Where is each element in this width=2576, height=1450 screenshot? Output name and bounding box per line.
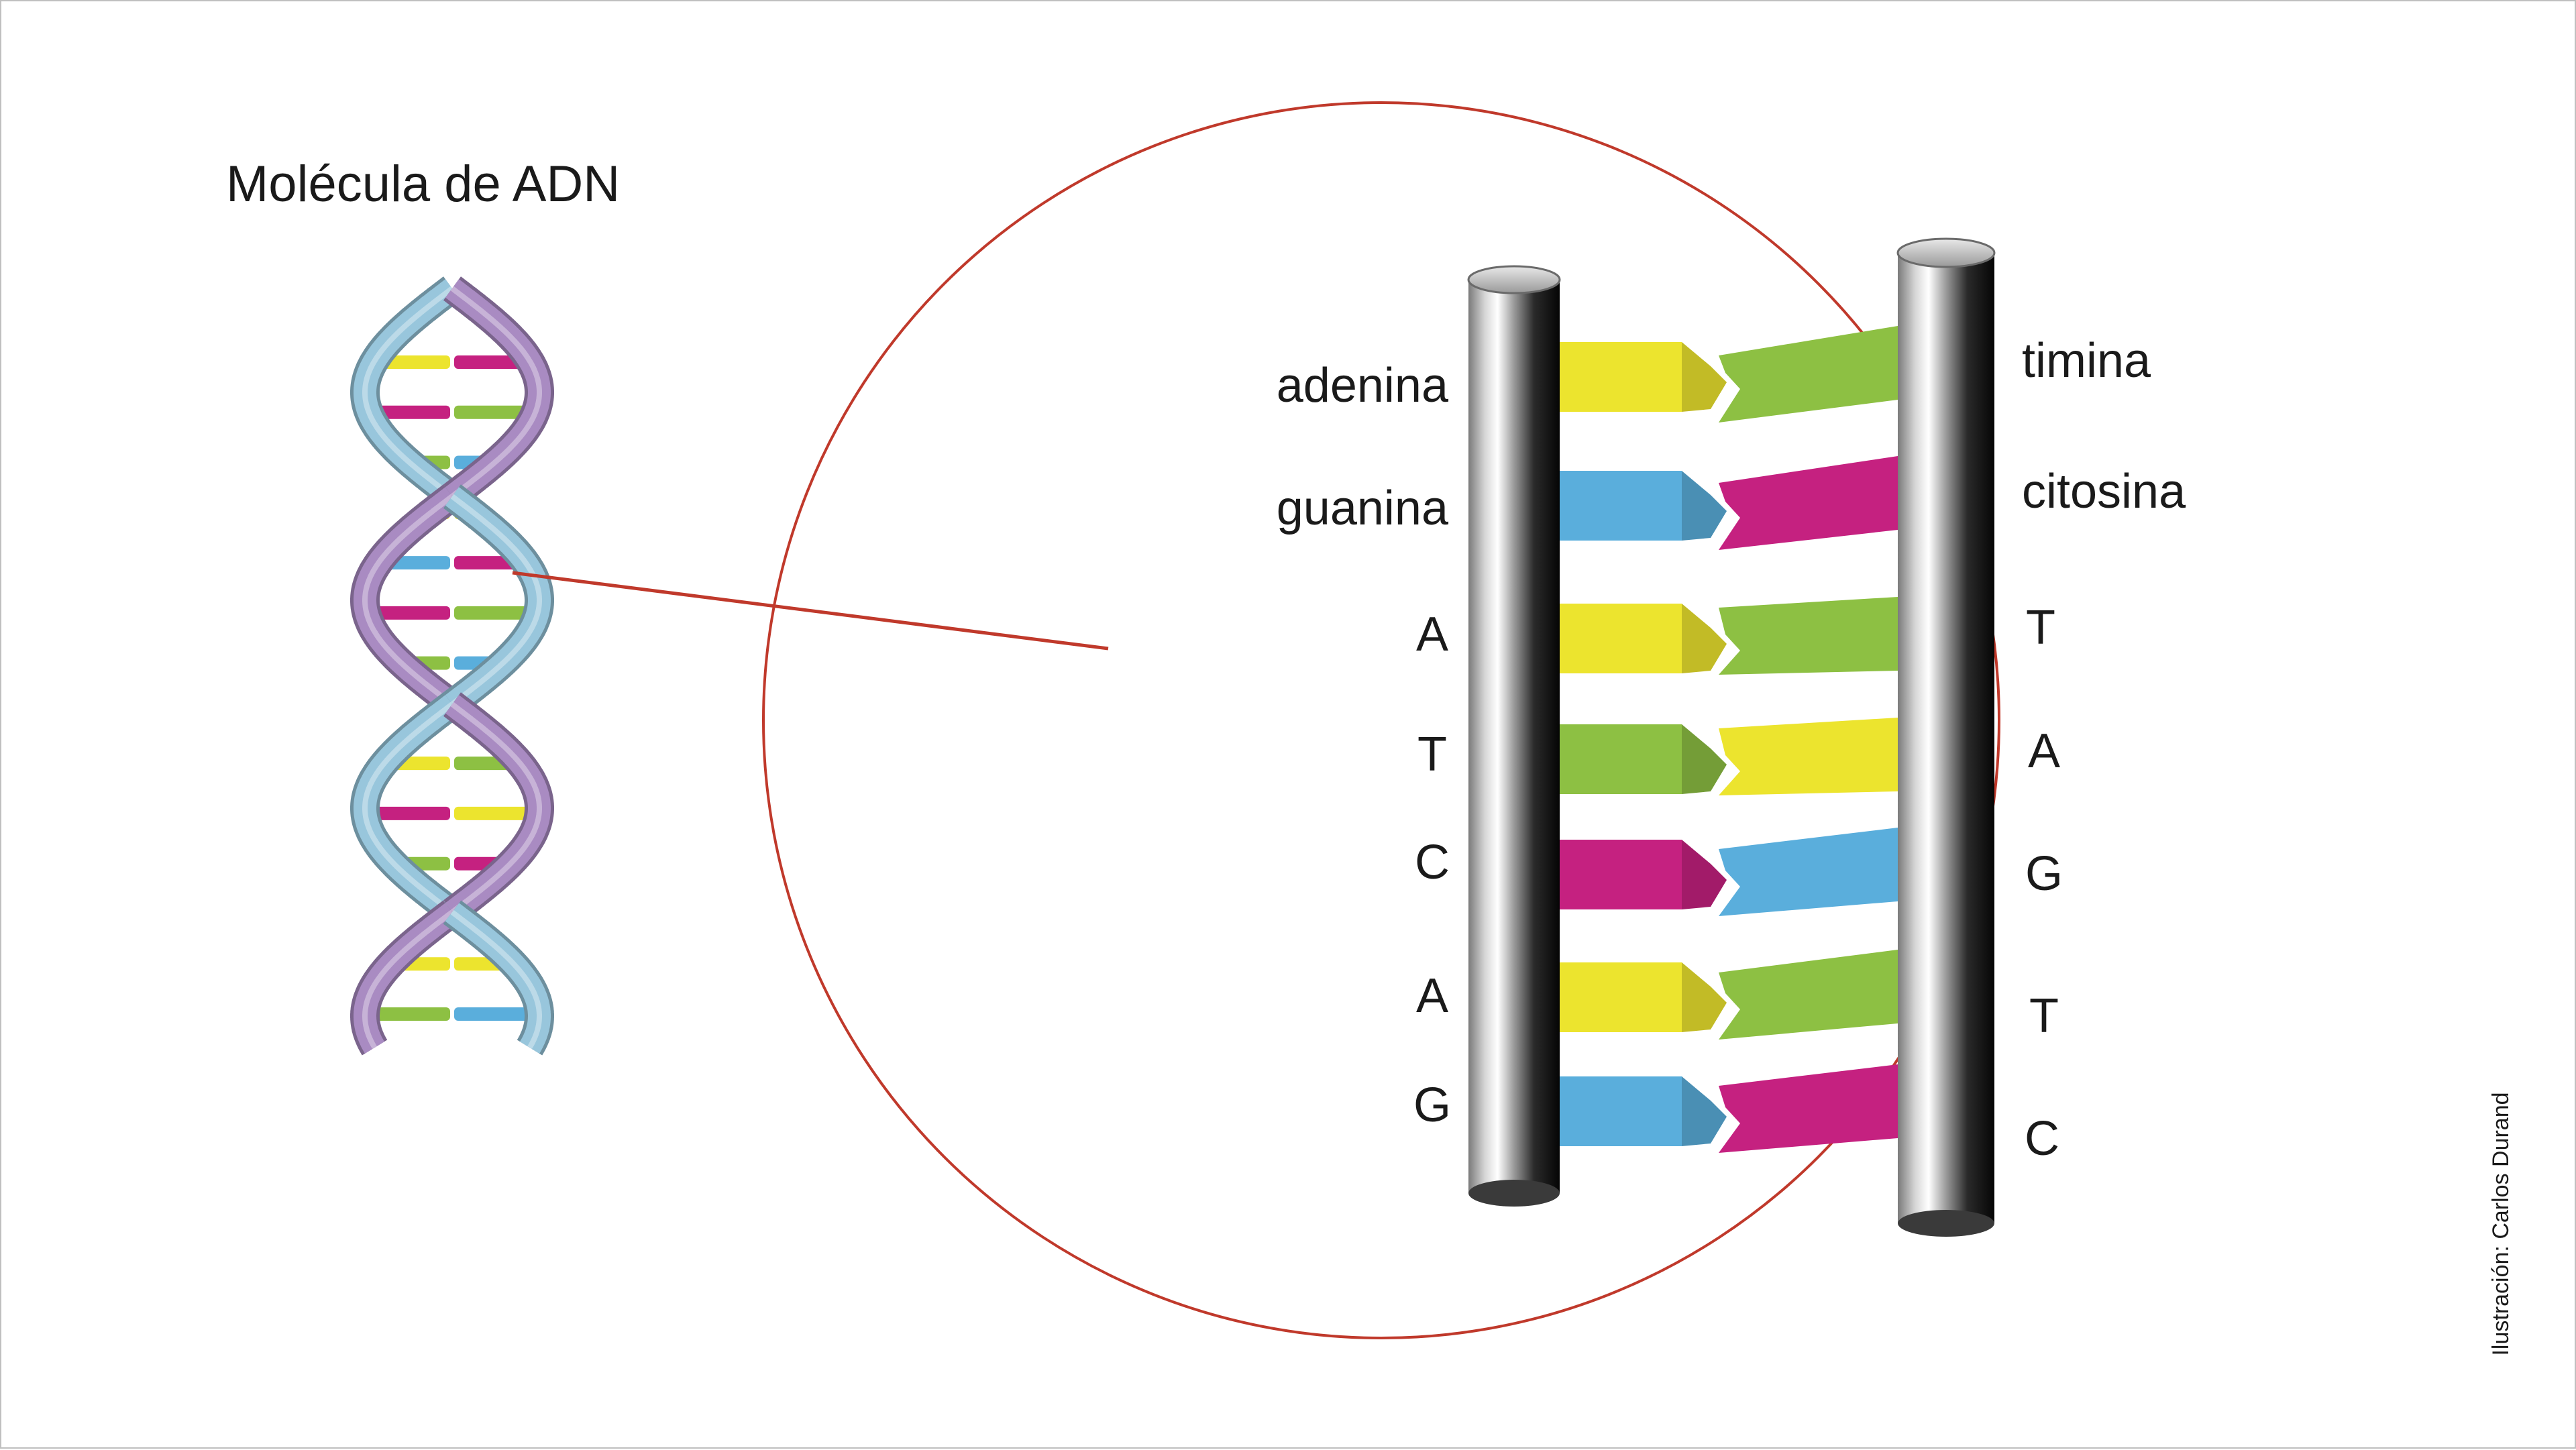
left-base-block xyxy=(1531,840,1682,909)
helix-base-left xyxy=(373,606,450,620)
left-base-block xyxy=(1531,724,1682,794)
magnifier-circle xyxy=(762,101,2000,1339)
diagram-title: Molécula de ADN xyxy=(226,156,620,213)
helix-strand-a-highlight xyxy=(450,702,542,915)
left-base-block xyxy=(1531,604,1682,673)
helix-base-left xyxy=(372,1007,450,1021)
helix-strand-b-highlight xyxy=(450,494,542,707)
label-timina: timina xyxy=(2022,334,2151,388)
left-letter: A xyxy=(1416,608,1448,661)
helix-base-right xyxy=(454,806,533,820)
helix-base-right xyxy=(454,1007,533,1021)
helix-strand-a xyxy=(445,279,551,506)
helix-strand-b-highlight xyxy=(362,286,454,499)
right-base-block xyxy=(1719,718,1898,795)
helix-base-right xyxy=(454,606,531,620)
helix-strand-a xyxy=(354,903,460,1054)
helix-base-right xyxy=(454,355,524,369)
left-base-notch xyxy=(1682,724,1727,794)
right-letter: C xyxy=(2025,1112,2059,1166)
helix-strand-b xyxy=(354,279,460,506)
helix-strand-b xyxy=(354,695,460,922)
pointer-line xyxy=(512,571,1109,651)
left-letter: T xyxy=(1417,728,1447,781)
label-citosina: citosina xyxy=(2022,465,2186,518)
right-letter: T xyxy=(2029,989,2059,1043)
base-pair-rungs xyxy=(1531,326,1898,1153)
helix-base-left xyxy=(375,405,450,419)
helix-strand-a-highlight xyxy=(362,909,454,1050)
left-letter: G xyxy=(1413,1078,1451,1132)
left-base-notch xyxy=(1682,471,1727,541)
label-guanina: guanina xyxy=(1277,482,1449,535)
left-base-block xyxy=(1531,962,1682,1032)
right-base-block xyxy=(1719,326,1898,423)
base-pair-rung xyxy=(1531,950,1898,1040)
left-base-notch xyxy=(1682,1076,1727,1146)
right-base-block xyxy=(1719,828,1898,916)
helix-strand-b xyxy=(445,487,551,714)
right-base-block xyxy=(1719,456,1898,550)
right-letter: T xyxy=(2026,601,2055,655)
right-letter: G xyxy=(2025,847,2063,901)
left-base-block xyxy=(1531,342,1682,412)
label-adenina: adenina xyxy=(1277,359,1449,412)
base-pair-rung xyxy=(1531,456,1898,550)
left-backbone xyxy=(1467,265,1561,1207)
helix-base-left xyxy=(380,355,450,369)
helix-strand-b xyxy=(445,903,551,1054)
base-pair-rung xyxy=(1531,718,1898,795)
right-base-block xyxy=(1719,597,1898,675)
base-pair-rung xyxy=(1531,326,1898,423)
right-base-block xyxy=(1719,950,1898,1040)
left-base-block xyxy=(1531,1076,1682,1146)
helix-base-left xyxy=(372,806,450,820)
right-sequence: T A G T C xyxy=(2025,601,2063,1166)
helix-strand-a xyxy=(445,695,551,922)
right-base-block xyxy=(1719,1064,1898,1153)
helix-base-right xyxy=(454,556,519,570)
left-base-notch xyxy=(1682,604,1727,673)
base-pair-rung xyxy=(1531,597,1898,675)
base-pair-rung xyxy=(1531,828,1898,916)
left-letter: A xyxy=(1416,969,1448,1023)
left-base-notch xyxy=(1682,962,1727,1032)
left-base-notch xyxy=(1682,342,1727,412)
helix-strand-a-highlight xyxy=(362,494,454,707)
helix-strand-a xyxy=(354,487,460,714)
left-sequence: A T C A G xyxy=(1413,608,1451,1132)
helix-base-left xyxy=(385,556,450,570)
base-pair-rung xyxy=(1531,1064,1898,1153)
left-base-block xyxy=(1531,471,1682,541)
double-helix xyxy=(350,276,554,1056)
right-letter: A xyxy=(2028,724,2060,778)
left-letter: C xyxy=(1415,836,1450,889)
helix-strand-b-highlight xyxy=(362,702,454,915)
right-backbone xyxy=(1896,237,1996,1237)
helix-base-right xyxy=(454,405,529,419)
illustration-credit: Ilustración: Carlos Durand xyxy=(2488,1092,2514,1355)
helix-strand-b-highlight xyxy=(450,909,542,1050)
helix-strand-a-highlight xyxy=(450,286,542,499)
left-base-notch xyxy=(1682,840,1727,909)
